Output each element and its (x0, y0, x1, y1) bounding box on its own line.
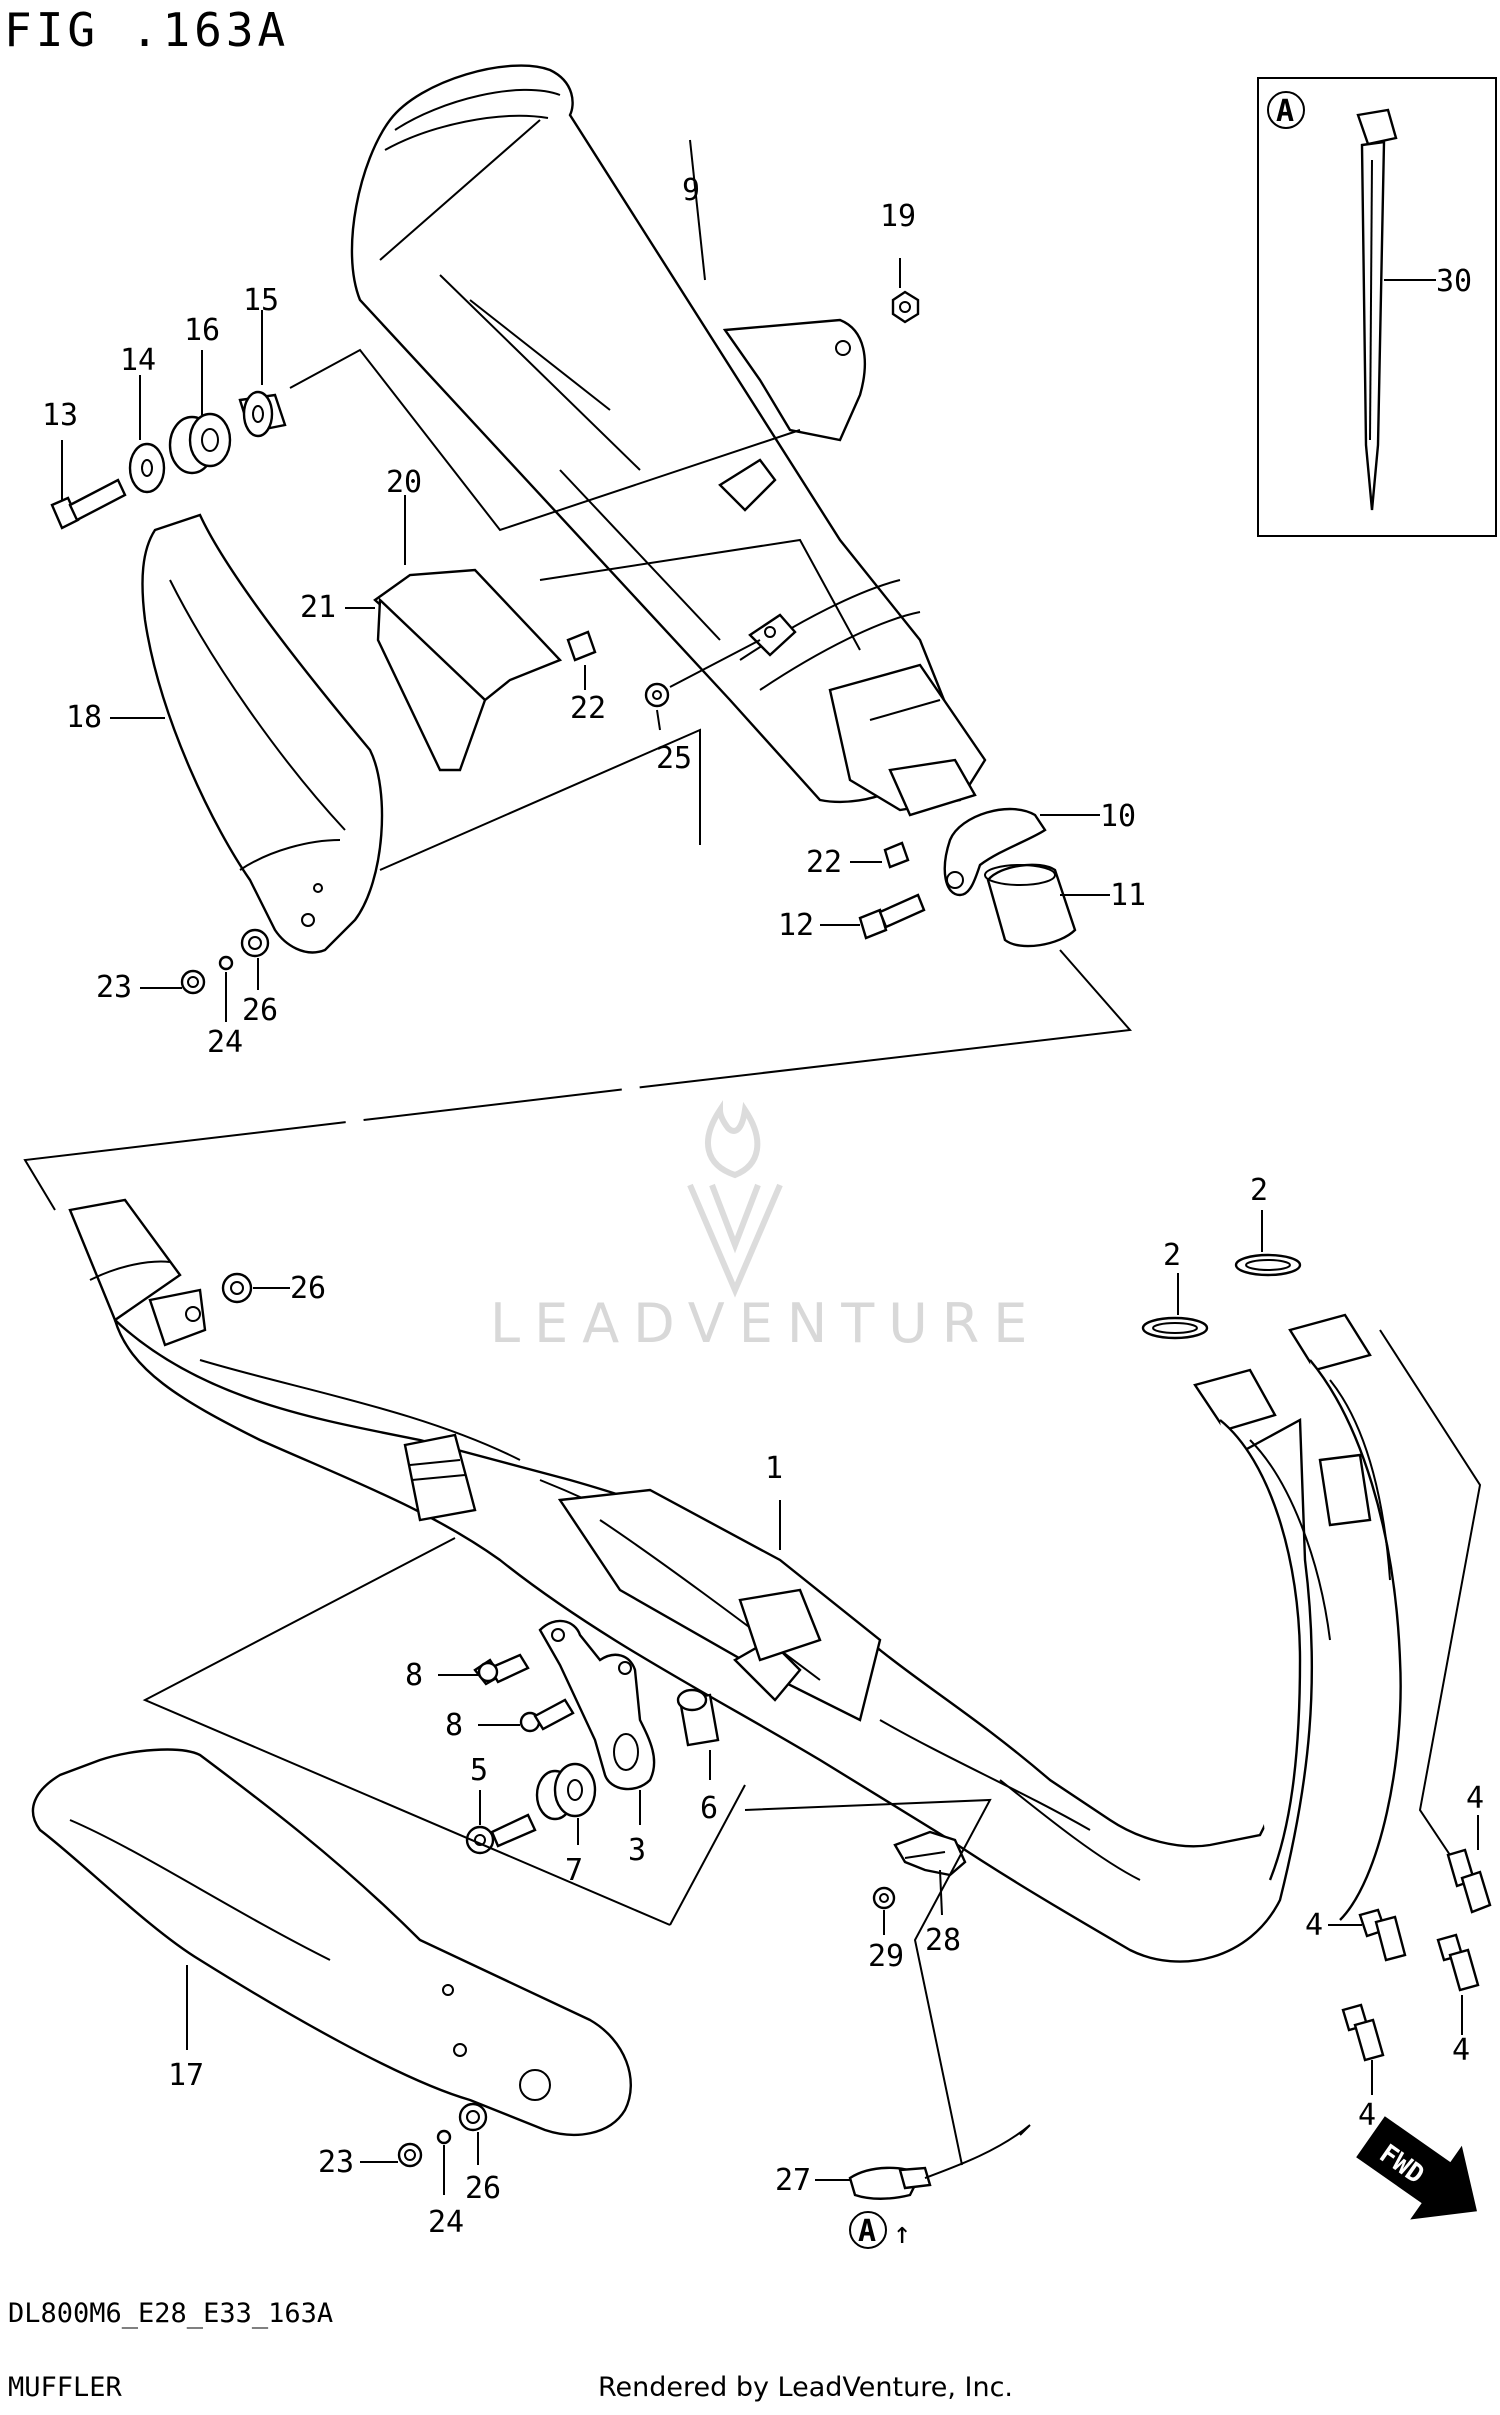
clip-22-upper (566, 630, 597, 662)
nut-17 (891, 290, 920, 324)
fastener-set-upper (180, 928, 270, 995)
callout-6: 6 (700, 1791, 718, 1826)
callout-11: 11 (1110, 878, 1146, 913)
callout-19: 20 (386, 465, 422, 500)
gasket-11 (984, 863, 1077, 948)
callout-15: 15 (243, 283, 279, 318)
bolt-4-d (1341, 2003, 1385, 2062)
leader-assembly-link (23, 949, 1133, 1211)
gasket-2-b (1234, 1253, 1302, 1277)
marker-a-circle (849, 2211, 887, 2249)
callout-4-a: 4 (1466, 1781, 1484, 1816)
heat-shield-18 (31, 1748, 632, 2137)
grommet-26-left (221, 1272, 253, 1304)
screw-29 (872, 1886, 896, 1910)
cable-tie-30 (1356, 108, 1398, 511)
callout-24-lower: 24 (428, 2205, 464, 2240)
callout-13: 13 (42, 398, 78, 433)
callout-18: 17 (168, 2058, 204, 2093)
callout-23-upper: 23 (96, 970, 132, 1005)
callout-1: 1 (765, 1451, 783, 1486)
callout-20: 21 (300, 590, 336, 625)
hose-clamp-27 (848, 2124, 1031, 2200)
callout-14: 14 (120, 343, 156, 378)
marker-a-arrow: ↑ (893, 2216, 911, 2251)
callout-12: 12 (778, 908, 814, 943)
leadventure-logo (687, 1100, 783, 1298)
inset-marker: A (1276, 94, 1294, 129)
callout-29: 29 (868, 1939, 904, 1974)
pad-19-20 (373, 568, 563, 772)
callout-16: 16 (184, 313, 220, 348)
callout-8-b: 8 (445, 1708, 463, 1743)
exhaust-pipe-1 (68, 1198, 1402, 1963)
bracket-28 (893, 1830, 967, 1877)
callout-17: 19 (880, 199, 916, 234)
callout-22-lower: 22 (806, 845, 842, 880)
grommet-16 (168, 412, 232, 475)
leader-bracket-mid (539, 538, 861, 651)
callout-2-a: 2 (1163, 1238, 1181, 1273)
heat-shield-21 (141, 513, 384, 954)
figure-title: FIG .163A (4, 3, 289, 57)
bolt-4-a (1446, 1848, 1492, 1914)
bolt-5 (465, 1813, 537, 1855)
callout-8-a: 8 (405, 1658, 423, 1693)
leader-shield-line (379, 728, 701, 871)
collar-6 (676, 1688, 720, 1747)
washer-14 (128, 442, 166, 494)
watermark-text: LEADVENTURE (490, 1292, 1041, 1355)
callout-22-upper: 22 (570, 691, 606, 726)
bracket-3 (538, 1619, 656, 1791)
leader-shield-lower-b (669, 1784, 746, 1926)
leader-pipe-right (1379, 1329, 1482, 1886)
callout-26-upper: 26 (242, 993, 278, 1028)
callout-23-lower: 23 (318, 2145, 354, 2180)
callout-9: 9 (682, 173, 700, 208)
callout-27: 27 (775, 2163, 811, 2198)
leader-25-bracket (669, 639, 761, 688)
clip-22-lower (883, 841, 910, 869)
figure-credit: Rendered by LeadVenture, Inc. (598, 2372, 1013, 2403)
callout-4-d: 4 (1358, 2098, 1376, 2133)
leader-bracket-upper (289, 348, 801, 532)
bolt-13 (50, 478, 127, 530)
leader-9 (689, 139, 706, 281)
bolt-12 (858, 893, 926, 940)
callout-4-b: 4 (1305, 1908, 1323, 1943)
muffler-9 (350, 64, 987, 817)
clamp-10 (943, 807, 1047, 897)
bolt-8-a (473, 1653, 530, 1686)
bolt-4-c (1436, 1933, 1480, 1992)
callout-26-left: 26 (290, 1271, 326, 1306)
callout-7: 7 (565, 1853, 583, 1888)
callout-28: 28 (925, 1923, 961, 1958)
grommet-7 (535, 1762, 597, 1821)
callout-5: 5 (470, 1753, 488, 1788)
callout-24-upper: 24 (207, 1025, 243, 1060)
callout-2-b: 2 (1250, 1173, 1268, 1208)
figure-name: MUFFLER (8, 2372, 123, 2403)
callout-21: 18 (66, 700, 102, 735)
marker-a-label: A (858, 2214, 876, 2249)
fastener-set-lower (397, 2102, 488, 2168)
nut-25 (644, 682, 670, 708)
leader-shield-lower-a (142, 1537, 671, 1926)
callout-10: 10 (1100, 799, 1136, 834)
watermark: LEADVENTURE (490, 1100, 1041, 1355)
collar-15 (238, 390, 287, 438)
callout-26-lower: 26 (465, 2171, 501, 2206)
bolt-4-b (1358, 1908, 1407, 1962)
inset-cable-tie: A 30 (1257, 77, 1497, 537)
leader-clamp-link (744, 1798, 992, 2166)
bolt-8-b (519, 1698, 575, 1733)
figure-code: DL800M6_E28_E33_163A (8, 2298, 333, 2329)
callout-30: 30 (1436, 264, 1472, 299)
gasket-2-a (1141, 1316, 1209, 1340)
callout-4-c: 4 (1452, 2033, 1470, 2068)
leader-25 (656, 709, 661, 731)
callout-3: 3 (628, 1833, 646, 1868)
